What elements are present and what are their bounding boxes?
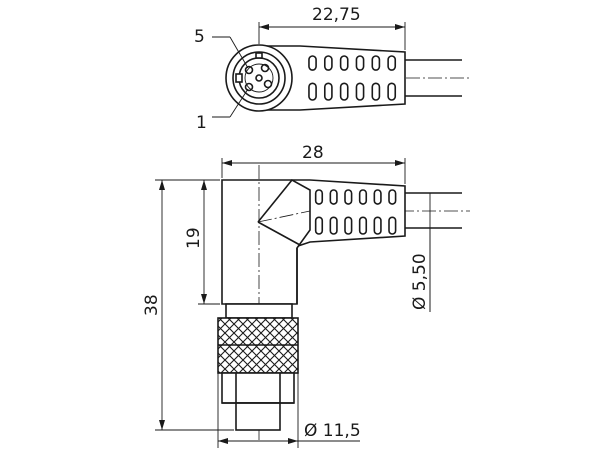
boot-slot (314, 189, 324, 205)
pin-5-label: 5 (194, 27, 205, 47)
side-view (155, 158, 470, 448)
dimension-thread-diameter: Ø 11,5 (304, 421, 361, 441)
dimension-height-38: 38 (142, 294, 162, 316)
pin-5 (244, 65, 254, 75)
dimension-length-top: 22,75 (312, 5, 361, 25)
boot-slot (371, 82, 381, 101)
boot-slot (387, 82, 397, 101)
boot-slot (373, 216, 382, 235)
boot-slot (344, 216, 353, 235)
boot-slot (323, 55, 333, 71)
boot-slot (329, 189, 338, 205)
boot-slot (323, 82, 333, 101)
boot-slot (388, 189, 397, 205)
boot-slot (308, 55, 317, 71)
boot-slot (314, 216, 324, 235)
boot-slot (358, 216, 368, 235)
top-view (212, 22, 470, 118)
boot-slot (388, 216, 397, 235)
boot-slot (339, 55, 349, 71)
boot-slot (355, 55, 365, 71)
boot-slot (373, 189, 382, 205)
angled-housing (221, 165, 311, 440)
boot-slot (329, 216, 338, 235)
boot-slot (358, 189, 368, 205)
boot-slot (308, 82, 317, 101)
pin-1 (244, 82, 254, 92)
knurled-coupling-nut (217, 317, 299, 374)
boot-slot (371, 55, 381, 71)
boot-slot (387, 55, 397, 71)
dimension-cable-diameter: Ø 5,50 (410, 253, 430, 310)
dimension-width-side: 28 (302, 143, 324, 163)
pin-1-label: 1 (196, 113, 207, 133)
boot-slot (339, 82, 349, 101)
dimension-height-19: 19 (184, 227, 204, 249)
boot-slot (355, 82, 365, 101)
boot-slot (344, 189, 353, 205)
connector-face (225, 44, 293, 112)
